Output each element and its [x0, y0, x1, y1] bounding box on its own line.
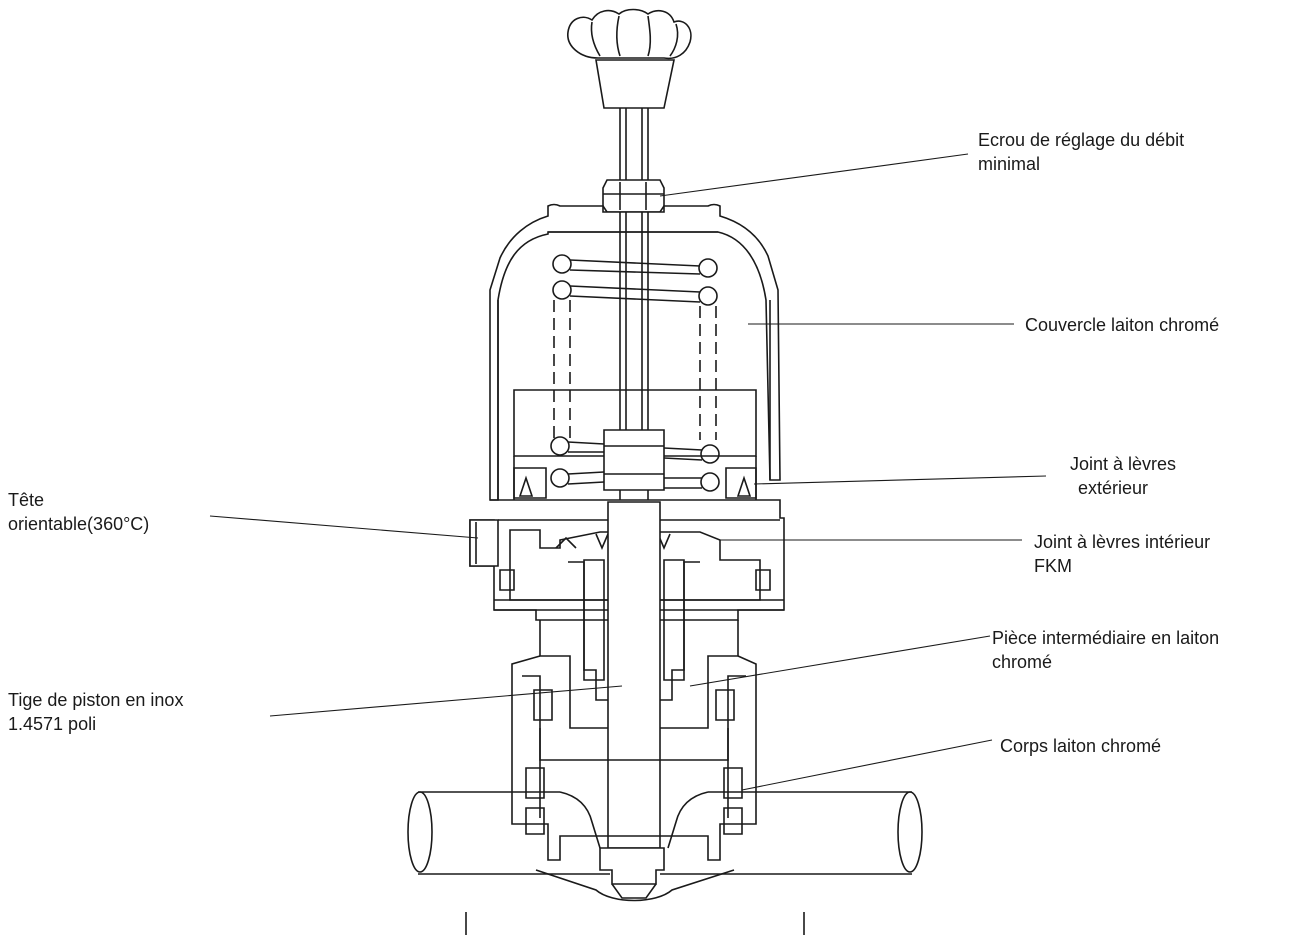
intermediate-piece: [540, 560, 738, 728]
label-outer-lip-seal-line2: extérieur: [1078, 478, 1149, 498]
leader-middle: [690, 636, 990, 686]
label-inner-lip-seal: Joint à lèvres intérieur FKM: [1034, 530, 1210, 578]
label-rotating-head-line1: Tête: [8, 490, 45, 510]
label-outer-lip-seal-line1: Joint à lèvres: [1070, 454, 1177, 474]
leader-head: [210, 516, 478, 538]
label-piston-rod-line2: 1.4571 poli: [8, 714, 97, 734]
piston-rod: [600, 502, 664, 884]
adjustment-nut: [603, 180, 664, 212]
spring-plate: [514, 390, 756, 500]
label-intermediate-piece: Pièce intermédiaire en laiton chromé: [992, 626, 1219, 674]
outer-lip-seals: [514, 468, 756, 498]
label-inner-lip-seal-line1: Joint à lèvres intérieur: [1034, 532, 1211, 552]
label-rotating-head: Tête orientable(360°C): [8, 488, 149, 536]
label-cover: Couvercle laiton chromé: [1025, 313, 1219, 337]
label-adjustment-nut-line2: minimal: [978, 154, 1041, 174]
leader-nut: [660, 154, 968, 196]
label-piston-rod-line1: Tige de piston en inox: [8, 690, 184, 710]
leader-lines: [210, 154, 1046, 790]
leader-outer: [754, 476, 1046, 484]
label-piston-rod: Tige de piston en inox 1.4571 poli: [8, 688, 183, 736]
label-inner-lip-seal-line2: FKM: [1034, 556, 1072, 576]
label-intermediate-piece-line1: Pièce intermédiaire en laiton: [992, 628, 1220, 648]
leader-rod: [270, 686, 622, 716]
label-rotating-head-line2: orientable(360°C): [8, 514, 150, 534]
valve-body: [512, 656, 756, 860]
label-adjustment-nut: Ecrou de réglage du débit minimal: [978, 128, 1184, 176]
leader-body: [742, 740, 992, 790]
knob: [568, 10, 691, 109]
label-adjustment-nut-line1: Ecrou de réglage du débit: [978, 130, 1185, 150]
label-valve-body-line1: Corps laiton chromé: [1000, 736, 1162, 756]
spring: [551, 255, 719, 491]
label-valve-body: Corps laiton chromé: [1000, 734, 1161, 758]
cover: [490, 205, 780, 501]
rod-upper: [620, 212, 648, 430]
label-outer-lip-seal: Joint à lèvres extérieur: [1070, 452, 1176, 500]
upper-shaft: [620, 108, 648, 180]
pipe: [408, 792, 922, 935]
label-intermediate-piece-line2: chromé: [992, 652, 1053, 672]
label-cover-line1: Couvercle laiton chromé: [1025, 315, 1220, 335]
